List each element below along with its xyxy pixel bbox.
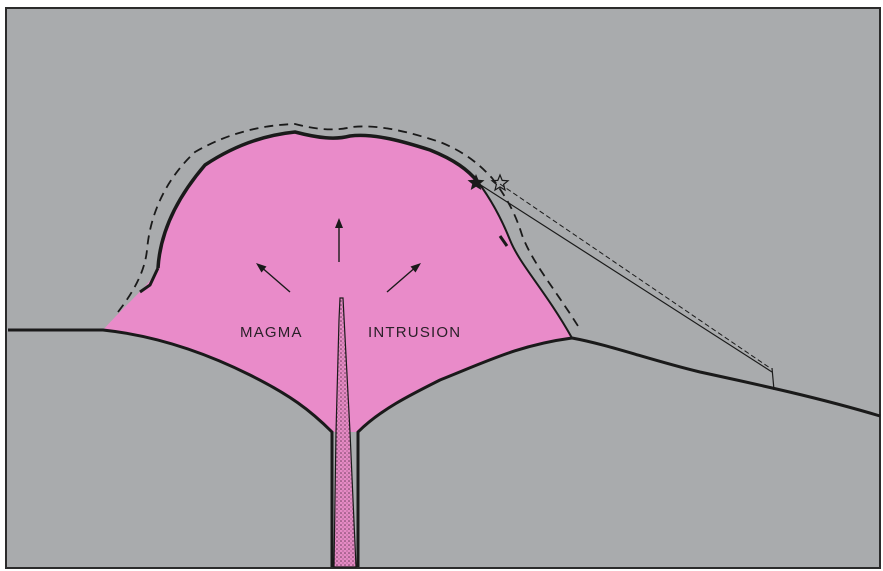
label-magma: MAGMA — [240, 324, 303, 341]
label-intrusion: INTRUSION — [368, 324, 461, 341]
